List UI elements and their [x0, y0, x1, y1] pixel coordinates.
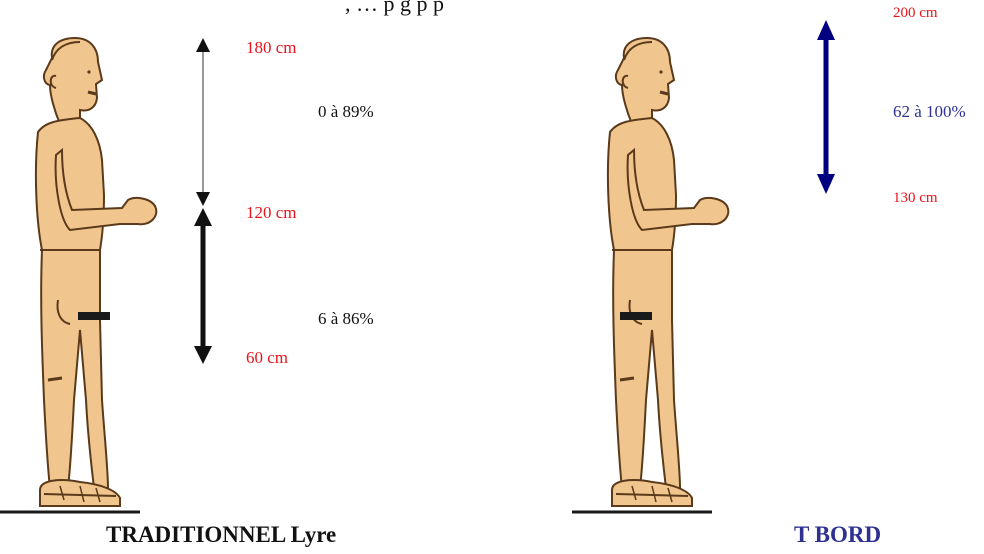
arrow-upper-range — [196, 38, 210, 206]
caption-tbord: T BORD — [794, 522, 881, 548]
tbord-range-label: 62 à 100% — [893, 102, 966, 122]
person-figure-right — [572, 38, 728, 512]
arrow-tbord-range — [817, 20, 835, 194]
height-label-130: 130 cm — [893, 190, 938, 207]
height-label-60: 60 cm — [246, 348, 288, 368]
arrow-lower-range — [194, 208, 212, 364]
height-label-200: 200 cm — [893, 5, 938, 22]
height-label-180: 180 cm — [246, 38, 297, 58]
caption-traditionnel: TRADITIONNEL Lyre — [106, 522, 336, 548]
range-upper-label: 0 à 89% — [318, 102, 374, 122]
handle-right — [620, 312, 652, 320]
range-lower-label: 6 à 86% — [318, 309, 374, 329]
handle-left — [78, 312, 110, 320]
person-figure-left — [0, 38, 156, 512]
height-label-120: 120 cm — [246, 203, 297, 223]
